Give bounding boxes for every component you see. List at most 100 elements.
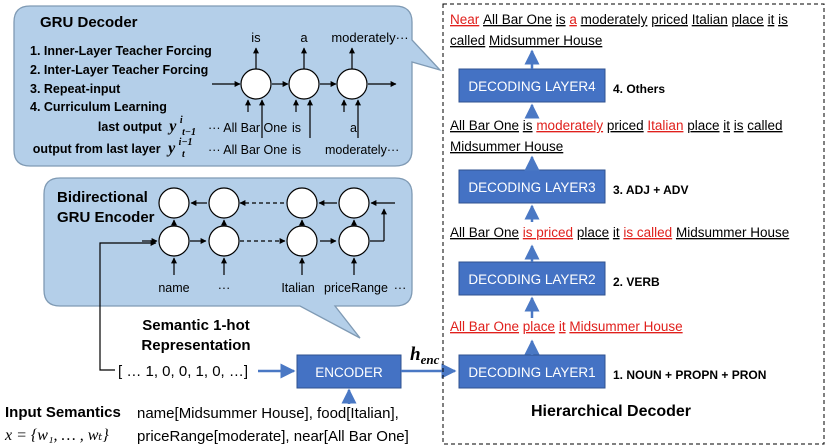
sentence-word: Midsummer House — [569, 319, 682, 334]
decoder-output-1: a — [300, 30, 308, 45]
bigru-title-line1: Bidirectional — [57, 189, 148, 206]
decoder-sentences: All Bar One place it Midsummer HouseAll … — [450, 12, 789, 334]
sentence-word: priced — [607, 118, 644, 133]
decoding-layer-3: DECODING LAYER3 3. ADJ + ADV — [458, 169, 688, 204]
sentence-word: called — [747, 118, 782, 133]
method-4: 4. Curriculum Learning — [30, 100, 167, 114]
semantics-line1: name[Midsummer House], food[Italian], — [137, 405, 399, 422]
decoding-layer-tag: 3. ADJ + ADV — [613, 183, 688, 197]
hierarchical-decoder-title: Hierarchical Decoder — [531, 403, 691, 420]
decoder-sentence-2-line-1: All Bar One is priced place it is called… — [450, 225, 789, 240]
sentence-word: is called — [623, 225, 672, 240]
sentence-word: Near — [450, 12, 480, 27]
encoder-box — [296, 354, 402, 389]
sentence-word: it — [723, 118, 730, 133]
sentence-word: place — [523, 319, 555, 334]
bigru-title-line2: GRU Encoder — [57, 209, 155, 226]
encoder-input-2: Italian — [281, 281, 314, 295]
sentence-word: place — [577, 225, 609, 240]
one-hot-vector: [ … 1, 0, 0, 1, 0, …] — [118, 363, 248, 380]
decoder-sentence-3-line-2: Midsummer House — [450, 139, 563, 154]
sentence-word: it — [559, 319, 566, 334]
decoder-sentence-4-line-2: called Midsummer House — [450, 33, 602, 48]
method-3: 3. Repeat-input — [30, 82, 121, 96]
sentence-word: it — [768, 12, 775, 27]
decoding-layer-1: DECODING LAYER1 1. NOUN + PROPN + PRON — [458, 354, 766, 389]
last-output-value-0: ··· All Bar One — [208, 121, 287, 135]
sentence-word: it — [613, 225, 620, 240]
input-semantics-formula: x = {w₁, … , wₜ} — [4, 427, 109, 444]
method-1: 1. Inner-Layer Teacher Forcing — [30, 44, 212, 58]
sentence-word: moderately — [581, 12, 648, 27]
last-output-value-1: is — [292, 121, 301, 135]
decoding-layer-box — [458, 68, 606, 103]
last-output-value-2: a — [350, 121, 357, 135]
encoder-backward-cell — [338, 187, 370, 219]
encoder-input-3: priceRange — [324, 281, 388, 295]
decoding-layer-2: DECODING LAYER2 2. VERB — [458, 261, 660, 296]
decoding-layer-tag: 1. NOUN + PROPN + PRON — [613, 368, 766, 382]
gru-decoder-title: GRU Decoder — [40, 14, 138, 31]
decoder-sentence-1-line-1: All Bar One place it Midsummer House — [450, 319, 683, 334]
decoder-sentence-4-line-1: Near All Bar One is a moderately priced … — [450, 12, 788, 27]
encoder-backward-cell — [158, 187, 190, 219]
sentence-word: place — [687, 118, 719, 133]
decoding-layer-tag: 2. VERB — [613, 275, 660, 289]
decoding-layer-box — [458, 354, 606, 389]
sentence-word: moderately — [536, 118, 603, 133]
representation-title-line2: Representation — [141, 337, 250, 354]
decoder-gru-cell — [240, 68, 272, 100]
encoder-backward-cell — [208, 187, 240, 219]
sentence-word: is — [556, 12, 566, 27]
sentence-word: Midsummer House — [676, 225, 789, 240]
decoding-layer-label: DECODING LAYER3 — [468, 180, 595, 195]
sentence-word: called — [450, 33, 485, 48]
decoding-layer-box — [458, 261, 606, 296]
sentence-word: Italian — [692, 12, 728, 27]
decoder-output-2: moderately··· — [331, 30, 408, 45]
sentence-word: All Bar One — [483, 12, 552, 27]
encoder-forward-cell — [158, 225, 190, 257]
gru-decoder-bubble — [13, 5, 443, 167]
sentence-word: All Bar One — [450, 319, 519, 334]
sentence-word: priced — [651, 12, 688, 27]
sentence-word: All Bar One — [450, 118, 519, 133]
encoder-gru-chain — [142, 187, 395, 275]
last-layer-value-0: ··· All Bar One — [208, 143, 287, 157]
sentence-word: is — [734, 118, 744, 133]
last-output-label: last output y i t−1 — [98, 112, 196, 138]
bigru-encoder-bubble — [43, 177, 413, 339]
sentence-word: All Bar One — [450, 225, 519, 240]
vector-to-encoder-line — [99, 240, 157, 371]
method-2: 2. Inter-Layer Teacher Forcing — [30, 63, 208, 77]
encoder-forward-cell — [208, 225, 240, 257]
decoder-gru-cell — [288, 68, 320, 100]
last-layer-label: output from last layer y i−1 t — [33, 134, 196, 160]
decoding-layer-4: DECODING LAYER4 4. Others — [458, 68, 665, 103]
semantics-line2: priceRange[moderate], near[All Bar One] — [137, 428, 409, 445]
sentence-word: Midsummer House — [450, 139, 563, 154]
encoder-input-4: ··· — [394, 281, 407, 295]
decoding-layer-label: DECODING LAYER4 — [468, 79, 596, 94]
decoding-layer-box — [458, 169, 606, 204]
sentence-word: is — [778, 12, 788, 27]
sentence-word: Midsummer House — [489, 33, 602, 48]
decoder-output-0: is — [251, 30, 261, 45]
input-semantics-label: Input Semantics — [5, 404, 121, 421]
decoding-layer-tag: 4. Others — [613, 82, 665, 96]
decoder-gru-cell — [336, 68, 368, 100]
sentence-word: place — [732, 12, 764, 27]
representation-title-line1: Semantic 1-hot — [142, 317, 250, 334]
encoder-forward-cell — [286, 225, 318, 257]
sentence-word: Italian — [647, 118, 683, 133]
h-enc-label: henc — [410, 344, 440, 367]
encoder-label: ENCODER — [315, 365, 383, 380]
encoder-forward-cell — [338, 225, 370, 257]
last-layer-value-2: moderately··· — [325, 143, 399, 157]
decoder-sentence-3-line-1: All Bar One is moderately priced Italian… — [450, 118, 783, 133]
encoder-backward-cell — [286, 187, 318, 219]
decoding-layer-label: DECODING LAYER2 — [468, 272, 595, 287]
encoder-input-1: ··· — [218, 281, 231, 295]
